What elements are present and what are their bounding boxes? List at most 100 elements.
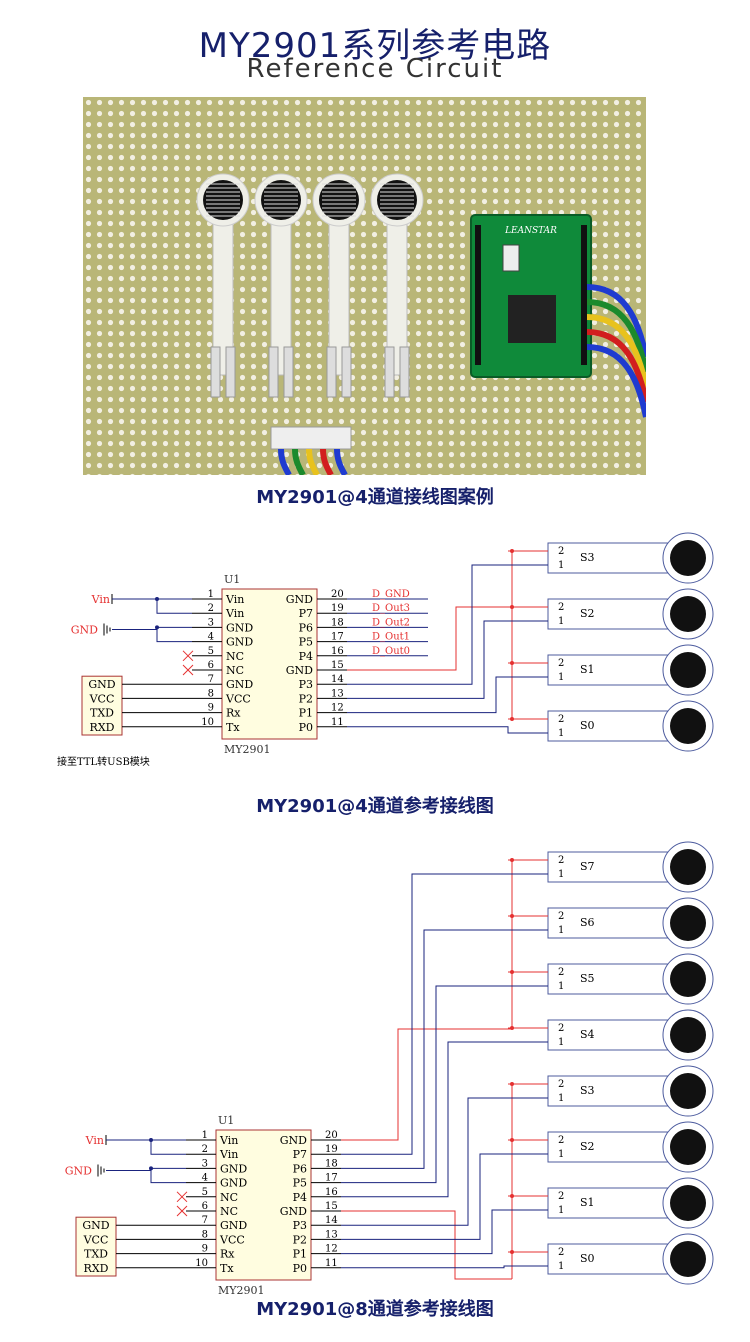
sensor-label: S3 — [580, 551, 595, 564]
pin-name: P2 — [293, 1233, 307, 1246]
chip-body — [221, 588, 318, 740]
sensor-pin: 1 — [558, 560, 564, 571]
pin-name: GND — [286, 593, 313, 606]
fsr-sensor — [254, 173, 308, 398]
sensor-label: S1 — [580, 663, 595, 676]
usb-note: 接至TTL转USB模块 — [57, 755, 150, 768]
sensor-pin: 2 — [558, 855, 564, 866]
net-label: D_Out2 — [372, 617, 410, 628]
pin-number: 15 — [331, 660, 344, 671]
sensor-s0: 2 1 S0 — [508, 1233, 714, 1285]
pin-name: Tx — [226, 721, 240, 734]
fsr-sensor — [196, 173, 250, 398]
pin-number: 14 — [325, 1215, 338, 1226]
net-label: D_GND — [372, 589, 410, 600]
sensor-pin: 2 — [558, 546, 564, 557]
caption-photo: MY2901@4通道接线图案例 — [256, 487, 494, 508]
chip-body — [215, 1129, 312, 1281]
pin-number: 1 — [202, 1130, 208, 1141]
pin-number: 9 — [202, 1244, 208, 1255]
pin-number: 17 — [325, 1173, 338, 1184]
pin-number: 1 — [208, 589, 214, 600]
pin-number: 2 — [208, 603, 214, 614]
pin-name: GND — [280, 1205, 307, 1218]
page-title: MY2901系列参考电路 — [198, 26, 552, 66]
pin-name: P5 — [293, 1177, 307, 1190]
sensor-pin: 1 — [558, 672, 564, 683]
pin-number: 6 — [202, 1201, 208, 1212]
pin-name: P2 — [299, 692, 313, 705]
pin-name: P0 — [293, 1262, 307, 1275]
sensor-label: S5 — [580, 972, 595, 985]
sensor-pin: 1 — [558, 1149, 564, 1160]
usb-pin-label: VCC — [89, 692, 115, 705]
pin-name: Vin — [225, 593, 244, 606]
sensor-pin: 2 — [558, 911, 564, 922]
gnd-label: GND — [71, 624, 98, 637]
pin-name: P6 — [293, 1162, 307, 1175]
pin-name: P0 — [299, 721, 313, 734]
pin-number: 12 — [331, 703, 344, 714]
sensor-pin: 2 — [558, 1023, 564, 1034]
pin-number: 7 — [202, 1215, 208, 1226]
board-label: LEANSTAR — [504, 226, 557, 236]
sensor-pin: 1 — [558, 981, 564, 992]
pin-name: Tx — [220, 1262, 234, 1275]
bottom-connector — [270, 426, 352, 450]
sensor-pin: 2 — [558, 602, 564, 613]
sensor-label: S4 — [580, 1028, 595, 1041]
pin-name: P4 — [299, 650, 313, 663]
usb-pin-label: VCC — [83, 1233, 109, 1246]
sensor-label: S0 — [580, 1252, 595, 1265]
net-label: D_Out0 — [372, 646, 410, 657]
pin-name: P5 — [299, 636, 313, 649]
pin-number: 10 — [201, 717, 214, 728]
pin-number: 2 — [202, 1144, 208, 1155]
sensor-label: S2 — [580, 607, 595, 620]
sensor-pin: 2 — [558, 1079, 564, 1090]
pin-name: GND — [226, 636, 253, 649]
sensor-s3: 2 1 S3 — [508, 532, 714, 584]
sensor-s5: 2 1 S5 — [508, 953, 714, 1005]
pin-number: 7 — [208, 674, 214, 685]
sensor-pin: 1 — [558, 728, 564, 739]
pin-name: GND — [226, 678, 253, 691]
sensor-pin: 2 — [558, 1247, 564, 1258]
usb-pin-label: TXD — [90, 707, 114, 720]
wiring-photo: LEANSTAR — [83, 97, 646, 475]
pin-number: 18 — [331, 617, 344, 628]
pin-name: GND — [280, 1134, 307, 1147]
sensor-pin: 1 — [558, 1261, 564, 1272]
pin-number: 12 — [325, 1244, 338, 1255]
pin-number: 20 — [325, 1130, 338, 1141]
pin-number: 10 — [195, 1258, 208, 1269]
chip-ref: U1 — [218, 1114, 234, 1127]
net-label: D_Out1 — [372, 632, 410, 643]
sensor-label: S7 — [580, 860, 595, 873]
pin-number: 19 — [325, 1144, 338, 1155]
pin-name: P3 — [293, 1219, 307, 1232]
pin-number: 13 — [331, 688, 344, 699]
pin-name: GND — [286, 664, 313, 677]
usb-pin-label: TXD — [84, 1248, 108, 1261]
chip-name: MY2901 — [218, 1284, 265, 1295]
pin-number: 4 — [202, 1173, 208, 1184]
pin-number: 17 — [331, 632, 344, 643]
sensor-pin: 2 — [558, 1191, 564, 1202]
sensor-pin: 1 — [558, 616, 564, 627]
chip-name: MY2901 — [224, 743, 271, 756]
sensor-pin: 2 — [558, 967, 564, 978]
fsr-sensor — [370, 173, 424, 398]
sensor-s2: 2 1 S2 — [508, 588, 714, 640]
sensor-label: S3 — [580, 1084, 595, 1097]
pin-number: 15 — [325, 1201, 338, 1212]
